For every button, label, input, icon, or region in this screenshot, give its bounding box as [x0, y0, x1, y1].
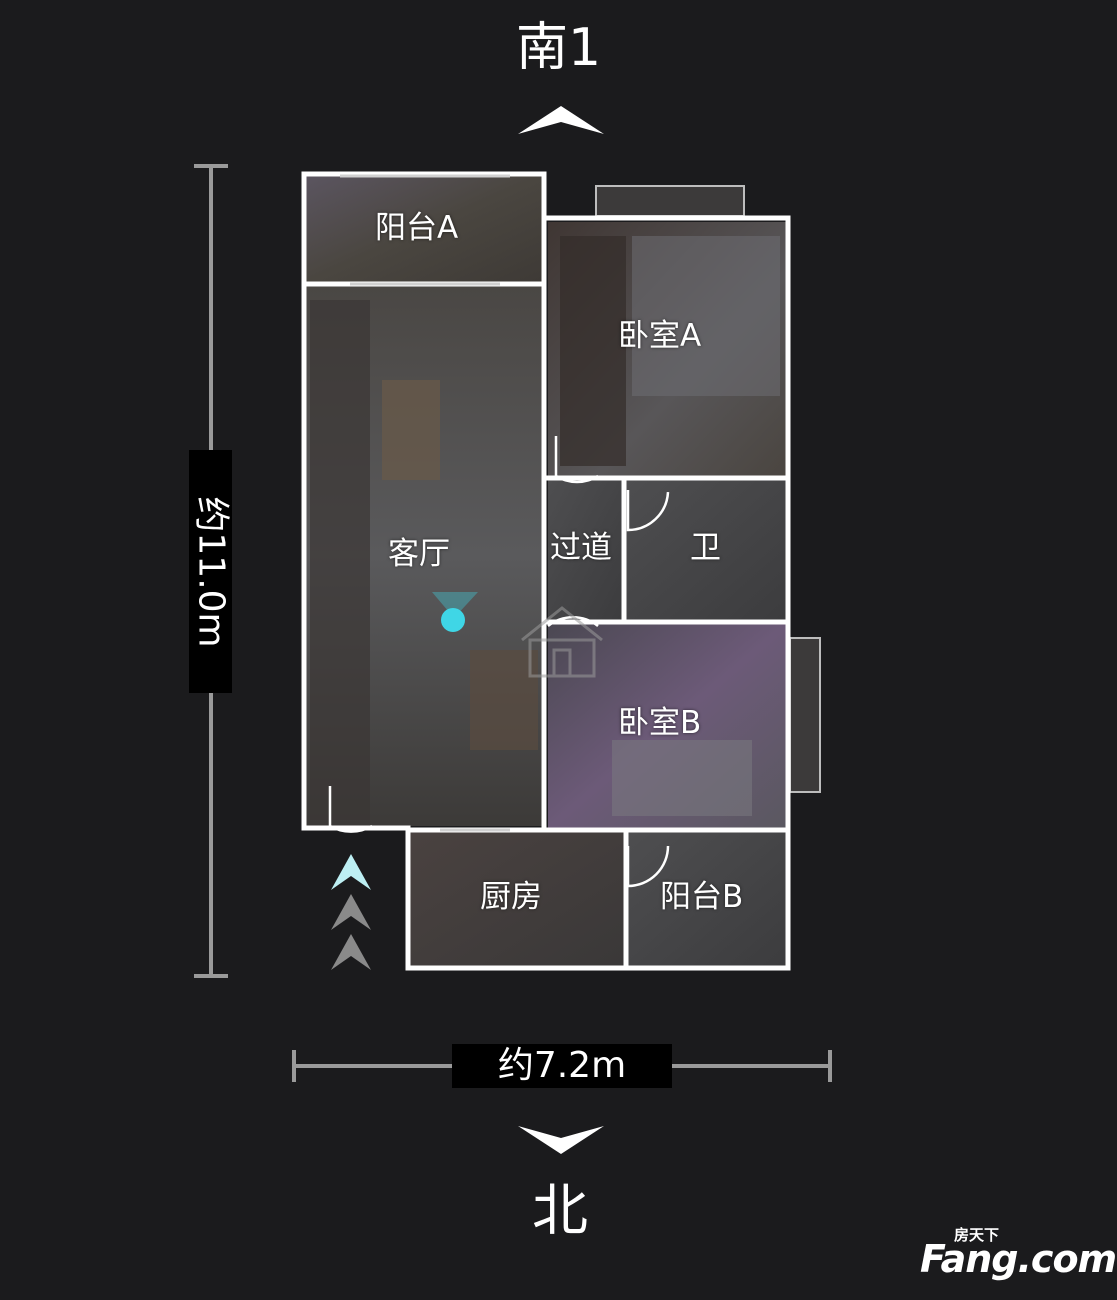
height-dimension-label: 约11.0m	[189, 450, 232, 693]
room-fill-balcony-b	[628, 832, 786, 966]
room-label-corridor[interactable]: 过道	[550, 530, 612, 566]
room-label-balcony-a[interactable]: 阳台A	[375, 210, 459, 246]
room-label-living-room[interactable]: 客厅	[388, 536, 450, 572]
room-label-bathroom[interactable]: 卫	[690, 530, 721, 566]
floor-plan	[301, 171, 821, 971]
south-direction-label: 南1	[516, 18, 602, 78]
room-fill-balcony-a	[306, 176, 542, 282]
room-fill-bathroom	[626, 480, 786, 620]
chevron-down-icon[interactable]	[514, 1122, 608, 1160]
room-label-bedroom-a[interactable]: 卧室A	[618, 318, 702, 354]
room-label-balcony-b[interactable]: 阳台B	[660, 879, 744, 915]
north-direction-label: 北	[532, 1179, 588, 1244]
view-direction-cone	[432, 592, 478, 618]
room-label-bedroom-b[interactable]: 卧室B	[618, 705, 702, 741]
chevron-up-icon[interactable]	[514, 100, 608, 138]
fang-watermark-logo: 房天下 Fang.com	[920, 1226, 1117, 1281]
current-position-marker	[441, 608, 465, 632]
room-fill-corridor	[548, 480, 622, 620]
room-label-kitchen[interactable]: 厨房	[480, 879, 542, 915]
room-fill-kitchen	[410, 832, 624, 966]
width-dimension-label: 约7.2m	[452, 1044, 672, 1088]
entry-arrow-icon[interactable]	[328, 850, 374, 976]
